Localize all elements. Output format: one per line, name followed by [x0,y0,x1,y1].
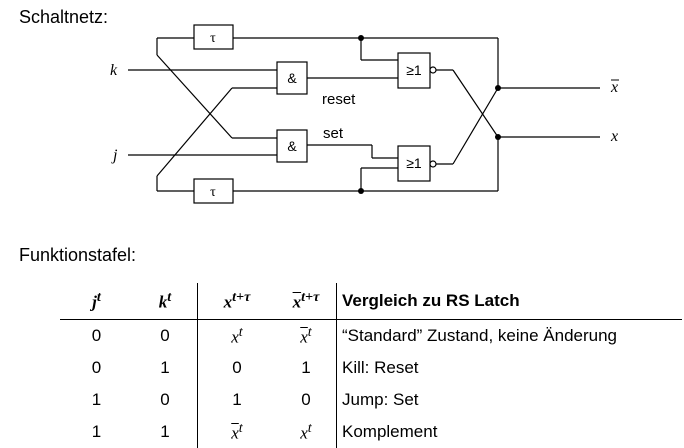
table-row: 0 1 0 1 Kill: Reset [60,352,682,384]
cell-x: 1 [197,384,276,416]
input-j-label: j [111,147,118,164]
output-x-label: x [610,128,618,145]
header-x: xt+τ [197,283,276,320]
cell-j: 1 [91,390,102,409]
cell-j: 0 [91,358,102,377]
header-compare: Vergleich zu RS Latch [336,283,682,320]
junction-dot [358,188,364,194]
funktionstafel-heading: Funktionstafel: [19,245,137,265]
and-label-reset: & [287,70,297,86]
table-row: 1 0 1 0 Jump: Set [60,384,682,416]
junction-dot [495,134,501,140]
delay-box-top [193,24,234,50]
junction-dot [495,85,501,91]
cell-k: 1 [160,358,170,377]
cell-k: 0 [160,390,170,409]
header-xbar: xt+τ [292,289,320,312]
cell-xbar: xt [300,420,312,443]
cell-xbar: 1 [301,358,311,377]
delay-label-bottom: τ [210,185,216,200]
cell-description: “Standard” Zustand, keine Änderung [336,319,682,352]
junction-dot [358,35,364,41]
cell-description: Jump: Set [336,384,682,416]
or-label-bottom: ≥1 [406,155,422,171]
and-gate-set [276,129,308,163]
or-label-top: ≥1 [406,62,422,78]
delay-label-top: τ [210,31,216,46]
cell-x: xt [197,416,276,448]
cell-xbar: 0 [301,390,311,409]
cell-description: Kill: Reset [336,352,682,384]
input-k-label: k [110,62,118,79]
cell-j: 1 [91,422,102,441]
table-row: 1 1 xt xt Komplement [60,416,682,448]
cell-j: 0 [60,319,133,352]
and-label-set: & [287,138,297,154]
header-k: kt [158,289,172,312]
inverter-bubble-bottom [429,160,437,168]
jk-flipflop-circuit: τ τ & & ≥1 ≥1 k j reset set x x [110,24,619,204]
cell-description: Komplement [336,416,682,448]
cell-xbar: xt [276,319,337,352]
set-label: set [323,125,344,142]
cell-k: 1 [160,422,170,441]
nor-gate-top [397,52,431,89]
cell-x: xt [197,319,276,352]
inverter-bubble-top [429,66,437,74]
cell-k: 0 [133,319,198,352]
schaltnetz-heading: Schaltnetz: [19,7,109,27]
output-xbar-label: x [610,79,618,96]
reset-label: reset [322,91,356,108]
cell-x: 0 [197,352,276,384]
and-gate-reset [276,61,308,95]
header-j: jt [92,289,101,312]
